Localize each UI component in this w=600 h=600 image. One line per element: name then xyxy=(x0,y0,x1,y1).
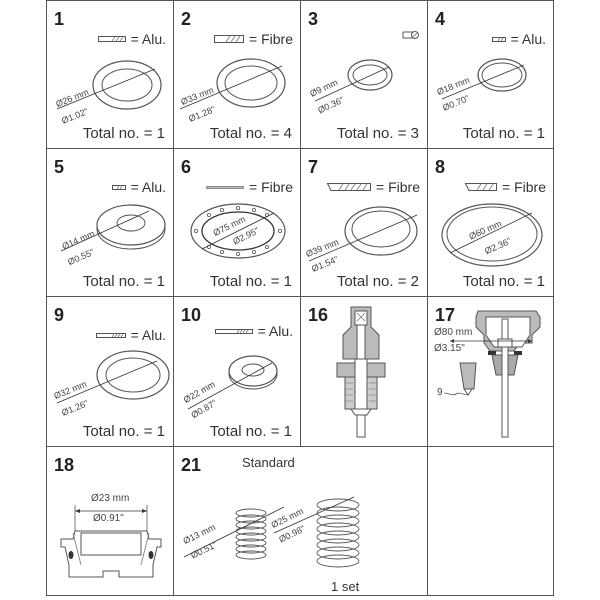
material-legend: = Alu. xyxy=(97,31,166,47)
part-cell-16: 16 xyxy=(300,296,428,447)
total-count: Total no. = 1 xyxy=(209,273,292,290)
part-cell-7: 7 = Fibre Ø39 mm Ø1.54" Total no. = 2 xyxy=(300,148,428,297)
gasket-drawing xyxy=(308,206,418,262)
part-cell-4: 4 = Alu. Ø18 mm Ø0.70" Total no. = 1 xyxy=(427,0,554,149)
material-label: = Alu. xyxy=(257,323,293,339)
diameter-mm: Ø80 mm xyxy=(434,327,473,338)
washer-drawing xyxy=(56,350,170,404)
part-number: 1 xyxy=(54,9,65,29)
part-number: 8 xyxy=(435,157,446,177)
part-number: 18 xyxy=(54,455,75,475)
seat-insert-drawing xyxy=(60,505,162,578)
total-count: Total no. = 1 xyxy=(82,125,165,142)
material-label: = Fibre xyxy=(249,179,293,195)
empty-cell xyxy=(427,446,554,596)
material-label: = Alu. xyxy=(130,327,166,343)
part-number: 7 xyxy=(308,157,319,177)
callout-label: 9 xyxy=(437,387,443,398)
washer-drawing xyxy=(187,355,278,410)
alu-cross-section-icon xyxy=(491,36,506,42)
diameter-inch: Ø3.15" xyxy=(434,343,465,354)
washer-drawing xyxy=(441,58,527,100)
set-subtitle: Standard xyxy=(242,455,295,470)
part-cell-9: 9 = Alu. Ø32 mm Ø1.26" Total no. = 1 xyxy=(46,296,174,447)
part-number: 16 xyxy=(308,305,329,325)
valve-cone-assembly-drawing xyxy=(443,310,541,438)
part-number: 21 xyxy=(181,455,202,475)
material-legend: = Fibre xyxy=(326,179,420,195)
total-count: Total no. = 1 xyxy=(462,125,545,142)
small-spring xyxy=(235,508,267,560)
diameter-inch: Ø0.91" xyxy=(93,513,124,524)
part-cell-18: 18 Ø23 mm Ø0.91" xyxy=(46,446,174,596)
total-count: Total no. = 1 xyxy=(462,273,545,290)
material-legend: = Fibre xyxy=(206,179,293,195)
alu-cross-section-icon xyxy=(97,36,126,42)
material-legend: = Alu. xyxy=(491,31,546,47)
large-spring xyxy=(316,498,360,568)
diameter-mm: Ø23 mm xyxy=(91,493,130,504)
gasket-drawing xyxy=(441,203,543,267)
material-label: = Fibre xyxy=(376,179,420,195)
total-count: Total no. = 3 xyxy=(336,125,419,142)
part-number: 3 xyxy=(308,9,319,29)
alu-cross-section-icon xyxy=(214,328,253,334)
springs-drawing xyxy=(183,496,360,568)
fibre-cross-section-icon xyxy=(464,183,498,191)
material-legend: = Fibre xyxy=(214,31,293,47)
part-cell-2: 2 = Fibre Ø33 mm Ø1.28" Total no. = 4 xyxy=(173,0,301,149)
material-label: = Fibre xyxy=(502,179,546,195)
fibre-cross-section-icon xyxy=(326,183,372,191)
valve-spindle-assembly-drawing xyxy=(336,306,386,438)
o-ring-cross-section-icon xyxy=(402,31,419,39)
part-number: 5 xyxy=(54,157,65,177)
flat-washer-drawing xyxy=(60,204,166,252)
o-ring-drawing xyxy=(314,59,393,102)
part-number: 17 xyxy=(435,305,456,325)
total-count: Total no. = 1 xyxy=(82,273,165,290)
part-cell-3: 3 Ø9 mm Ø0.36" Total no. = 3 xyxy=(300,0,428,149)
fibre-cross-section-icon xyxy=(214,35,245,43)
fibre-cross-section-icon xyxy=(206,185,244,189)
part-number: 4 xyxy=(435,9,446,29)
total-count: Total no. = 4 xyxy=(209,125,292,142)
material-legend: = Fibre xyxy=(464,179,546,195)
washer-drawing xyxy=(56,60,162,110)
part-cell-10: 10 = Alu. Ø22 mm Ø0.87" Total no. = 1 xyxy=(173,296,301,447)
spare-parts-grid: 1 = Alu. Ø26 mm Ø1.02" Total no. = 1 2 =… xyxy=(46,0,554,596)
material-label: = Alu. xyxy=(130,31,166,47)
material-legend: = Alu. xyxy=(95,327,166,343)
total-count: Total no. = 1 xyxy=(209,423,292,440)
washer-drawing xyxy=(179,58,286,110)
part-number: 2 xyxy=(181,9,192,29)
part-cell-8: 8 = Fibre Ø60 mm Ø2.36" Total no. = 1 xyxy=(427,148,554,297)
material-label: = Alu. xyxy=(130,179,166,195)
material-legend: = Alu. xyxy=(111,179,166,195)
total-count: Total no. = 1 xyxy=(82,423,165,440)
material-label: = Fibre xyxy=(249,31,293,47)
material-legend xyxy=(402,31,420,39)
alu-cross-section-icon xyxy=(111,184,126,190)
part-number: 6 xyxy=(181,157,192,177)
part-cell-1: 1 = Alu. Ø26 mm Ø1.02" Total no. = 1 xyxy=(46,0,174,149)
part-cell-5: 5 = Alu. Ø14 mm Ø0.55" Total no. = 1 xyxy=(46,148,174,297)
material-legend: = Alu. xyxy=(214,323,293,339)
set-count: 1 set xyxy=(331,579,360,594)
alu-cross-section-icon xyxy=(95,332,126,338)
part-cell-6: 6 = Fibre Ø75 mm Ø2.95" Total no. = 1 xyxy=(173,148,301,297)
part-number: 10 xyxy=(181,305,202,325)
material-label: = Alu. xyxy=(510,31,546,47)
part-cell-17: 17 Ø80 mm Ø3.15" 9 xyxy=(427,296,554,447)
total-count: Total no. = 2 xyxy=(336,273,419,290)
part-number: 9 xyxy=(54,305,65,325)
part-cell-21: 21 Standard Ø13 mm Ø0.51" Ø25 mm Ø0.98" … xyxy=(173,446,428,596)
flange-gasket-drawing xyxy=(190,203,286,259)
